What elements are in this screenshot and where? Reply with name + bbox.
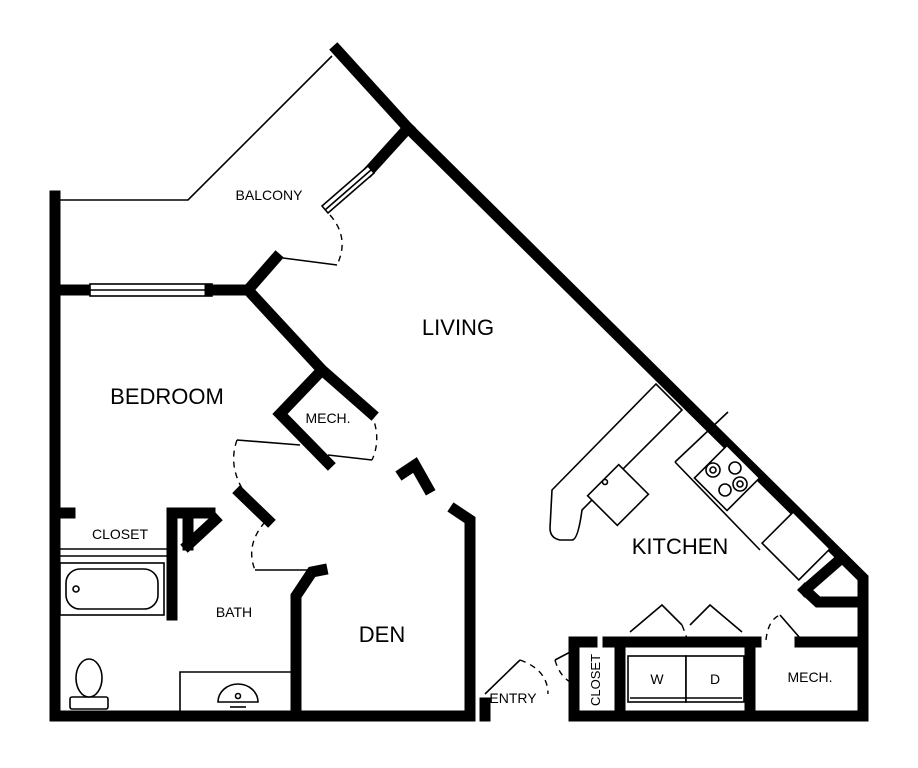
mech-bedroom-label: MECH. — [305, 410, 350, 426]
bath-vanity — [179, 671, 296, 716]
bath-label: BATH — [216, 604, 252, 620]
balcony-slider-door — [320, 120, 416, 215]
balcony-railing — [57, 55, 333, 201]
laundry-walls — [568, 636, 869, 722]
bath-door-swing — [251, 521, 310, 571]
toilet — [69, 658, 109, 710]
balcony-label: BALCONY — [236, 187, 304, 203]
den-label: DEN — [359, 622, 405, 647]
kitchen-peninsula — [549, 382, 684, 541]
entry-label: ENTRY — [489, 690, 537, 706]
bedroom-label: BEDROOM — [110, 384, 224, 409]
stove — [693, 444, 761, 512]
closet-door-swing — [554, 649, 575, 685]
entry-door-swing — [484, 659, 549, 695]
refrigerator — [760, 510, 832, 582]
kitchen-mech-chase — [797, 555, 866, 608]
closet-bedroom-label: CLOSET — [92, 526, 148, 542]
den-wall-stub — [395, 457, 436, 496]
kitchen-label: KITCHEN — [632, 534, 729, 559]
mech-laundry-label: MECH. — [787, 669, 832, 685]
bedroom-door-swing — [232, 439, 301, 491]
bath-walls — [49, 485, 329, 722]
living-label: LIVING — [422, 315, 494, 340]
balcony-door-swing — [282, 214, 343, 266]
kitchen-counter — [674, 411, 761, 551]
dryer-label: D — [710, 671, 720, 687]
mech-laundry-door — [765, 614, 801, 641]
closet-entry-label: CLOSET — [588, 654, 603, 706]
bedroom-mech-closet — [272, 362, 378, 471]
laundry-bifold-doors — [629, 603, 743, 643]
bathtub — [59, 562, 165, 616]
washer-label: W — [650, 671, 664, 687]
washer-dryer — [627, 655, 745, 703]
bedroom-closet-lines — [60, 548, 172, 557]
